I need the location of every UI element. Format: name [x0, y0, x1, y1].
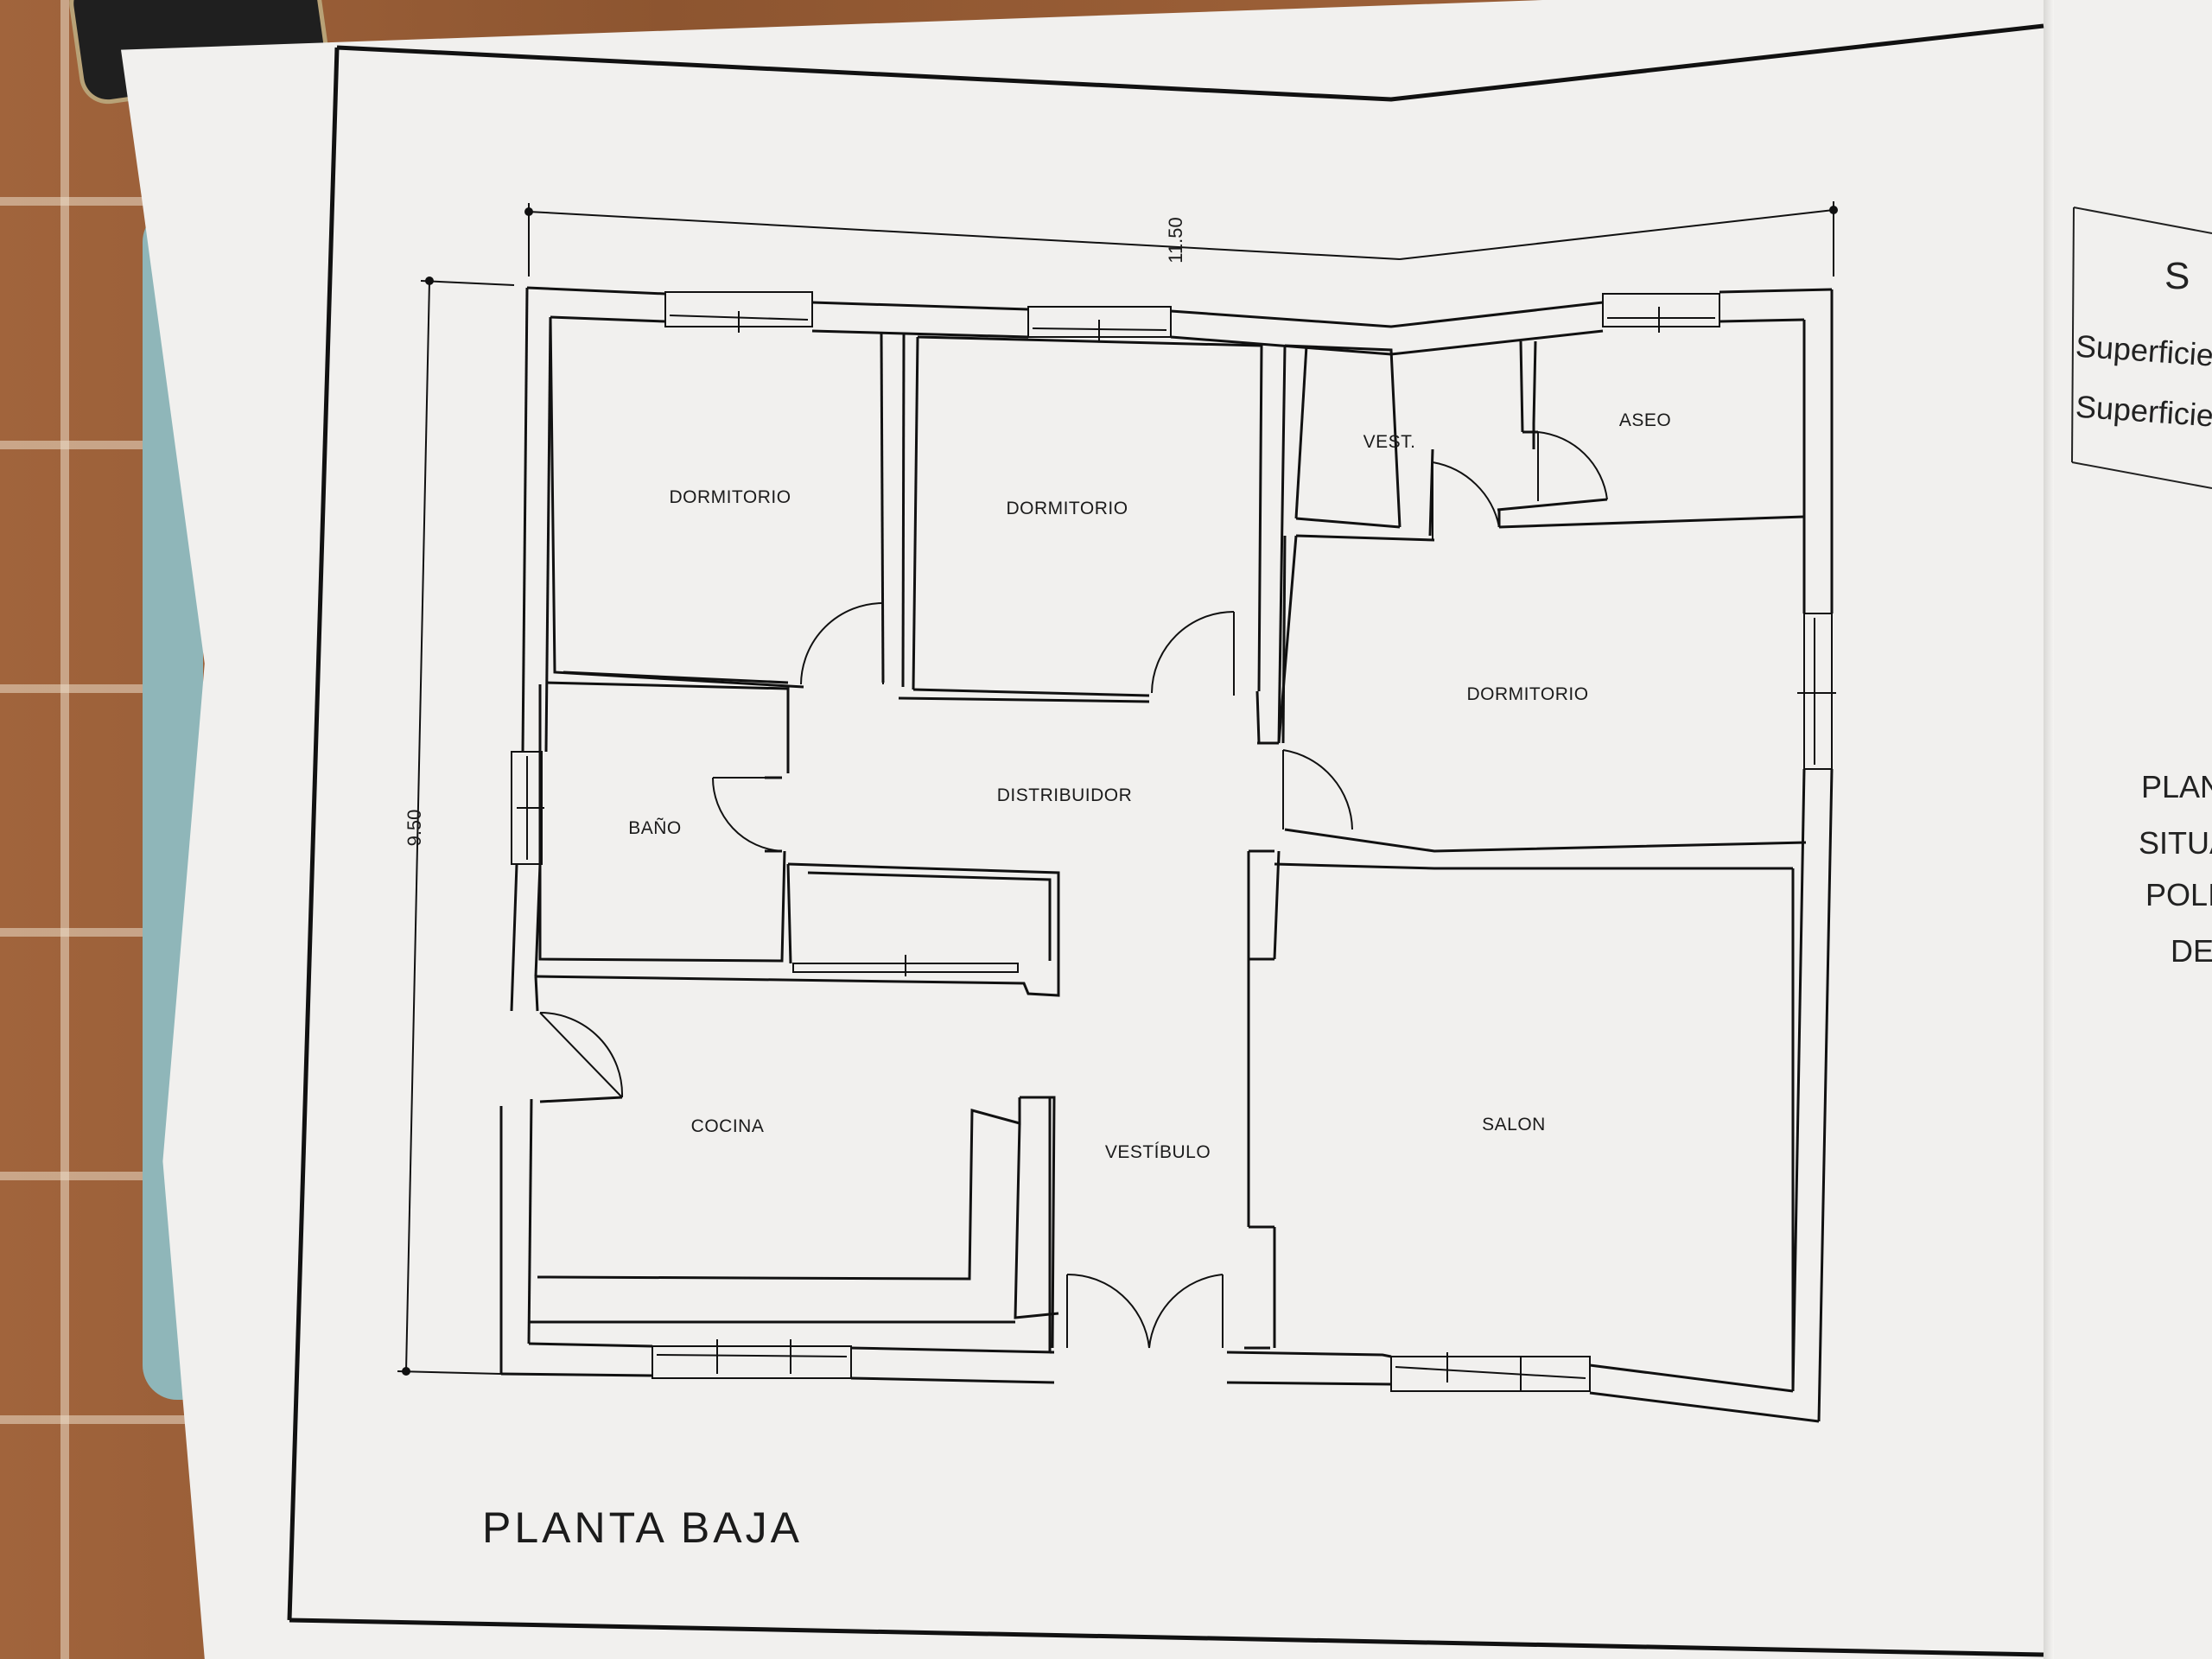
plano-line-1: PLANO [2141, 769, 2212, 804]
room-label-dormitorio-1: DORMITORIO [669, 487, 791, 507]
side-box-top [2073, 207, 2212, 234]
room-label-vestibulo: VESTÍBULO [1105, 1142, 1211, 1162]
plano-line-2: SITUAD [2139, 825, 2212, 861]
floor-seam [60, 0, 69, 1659]
room-label-aseo: ASEO [1619, 410, 1671, 430]
plano-line-4: DE [2171, 933, 2212, 969]
frame-left-edge [287, 47, 340, 1621]
exterior-walls [499, 286, 1834, 1423]
dimension-height-label: 9.50 [404, 810, 425, 847]
drawing-title: PLANTA BAJA [482, 1503, 803, 1552]
room-label-bano: BAÑO [628, 817, 682, 838]
dimension-width-label: 11.50 [1165, 217, 1186, 263]
paper-sheet [121, 0, 2212, 1659]
dimension-height [397, 276, 515, 1376]
frame-bottom-edge [289, 1618, 2044, 1657]
room-label-distribuidor: DISTRIBUIDOR [997, 785, 1133, 805]
paper-fold [2044, 0, 2054, 1659]
side-box-left [2071, 207, 2075, 463]
door-swings [539, 431, 1608, 1349]
room-label-dormitorio-3: DORMITORIO [1466, 684, 1588, 704]
interior-walls [529, 316, 1807, 1391]
plano-line-3: POLIGO [2145, 877, 2212, 912]
room-label-salon: SALON [1482, 1115, 1546, 1135]
room-label-cocina: COCINA [691, 1116, 765, 1136]
windows [511, 291, 1836, 1392]
frame-top-edge [336, 23, 2044, 102]
side-box-bottom [2071, 461, 2212, 489]
room-label-vestidor: VEST. [1363, 432, 1416, 452]
room-label-dormitorio-2: DORMITORIO [1006, 499, 1128, 518]
dimension-width [524, 201, 1838, 276]
side-box-heading: S U [2164, 255, 2212, 297]
